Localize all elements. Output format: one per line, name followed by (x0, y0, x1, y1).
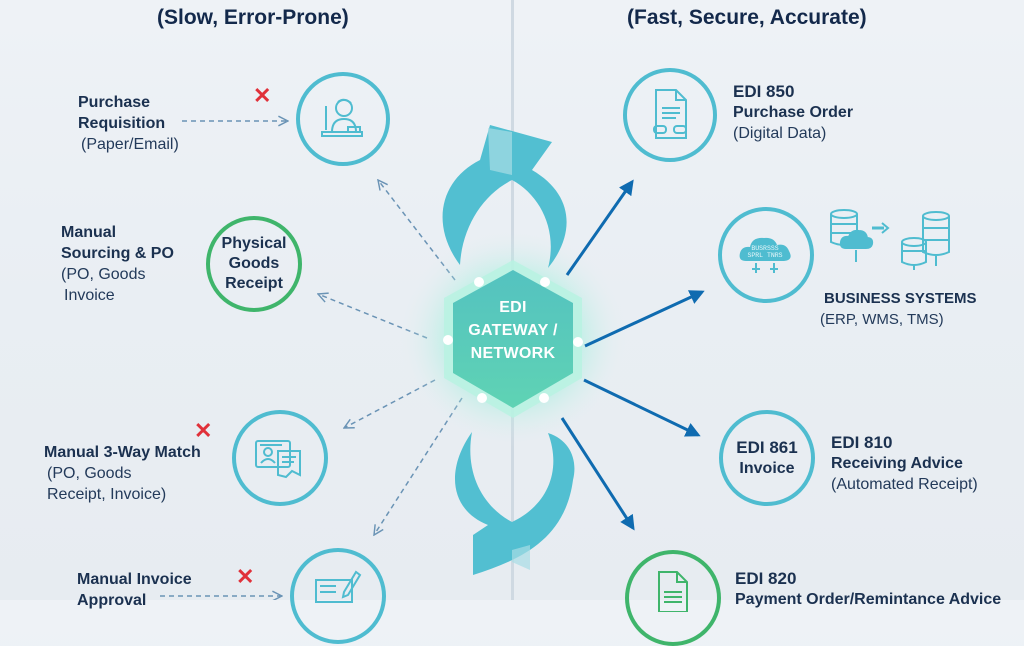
document-connector-icon (653, 89, 687, 139)
edi-gateway-label: EDI GATEWAY / NETWORK (468, 299, 558, 362)
arrow-to-business-systems (584, 290, 705, 348)
error-x-icon: ✕ (194, 418, 213, 443)
flow-graphics (160, 0, 705, 600)
arrow-to-edi-820 (560, 417, 635, 531)
business-systems-label: BUSINESS SYSTEMS (ERP, WMS, TMS) (820, 290, 977, 328)
hub-hexagon (453, 270, 573, 408)
arrow-to-edi-850 (565, 179, 634, 276)
swirl-arrow-top (442, 125, 567, 268)
documents-id-icon (255, 440, 301, 479)
legacy-subtitle: (Slow, Error-Prone) (157, 6, 349, 29)
match-icon-circle (232, 410, 328, 506)
edi-subtitle: (Fast, Secure, Accurate) (627, 6, 867, 29)
hub-nodes (443, 277, 583, 403)
cloud-icon: BUSRSSS SPRL TNRS (739, 237, 791, 273)
person-at-desk-icon (321, 98, 363, 137)
step-purchase-requisition: Purchase Requisition (Paper/Email) (78, 94, 179, 153)
edi-820-label: EDI 820 Payment Order/Remintance Advice (735, 569, 1002, 608)
physical-goods-receipt-circle: Physical Goods Receipt (206, 216, 302, 312)
swirl-arrow-bottom (454, 432, 575, 575)
cloud-database-sync-icon (830, 209, 950, 270)
error-x-icon: ✕ (253, 83, 272, 108)
step-manual-sourcing: Manual Sourcing & PO (PO, Goods Invoice (61, 224, 174, 304)
error-x-icon: ✕ (236, 564, 255, 589)
step-manual-invoice-approval: Manual Invoice Approval (77, 571, 192, 609)
edi-810-label: EDI 810 Receiving Advice (Automated Rece… (831, 433, 978, 493)
edi-850-icon-circle (623, 68, 717, 162)
requisition-icon-circle (296, 72, 390, 166)
document-icon (658, 571, 688, 612)
svg-text:BUSRSSS: BUSRSSS (751, 245, 778, 252)
business-systems-cloud-circle: BUSRSSS SPRL TNRS (718, 207, 814, 303)
edi-861-invoice-circle: EDI 861 Invoice (719, 410, 815, 506)
arrow-to-edi-861 (583, 378, 701, 437)
dashed-arrow-hub-to-match (344, 379, 436, 428)
form-pencil-icon (315, 570, 362, 603)
step-manual-3-way-match: Manual 3-Way Match (PO, Goods Receipt, I… (44, 444, 201, 503)
edi-820-icon-circle (625, 550, 721, 646)
edi-850-label: EDI 850 Purchase Order (Digital Data) (733, 82, 854, 142)
approval-icon-circle (290, 548, 386, 644)
svg-text:SPRL TNRS: SPRL TNRS (747, 252, 782, 259)
